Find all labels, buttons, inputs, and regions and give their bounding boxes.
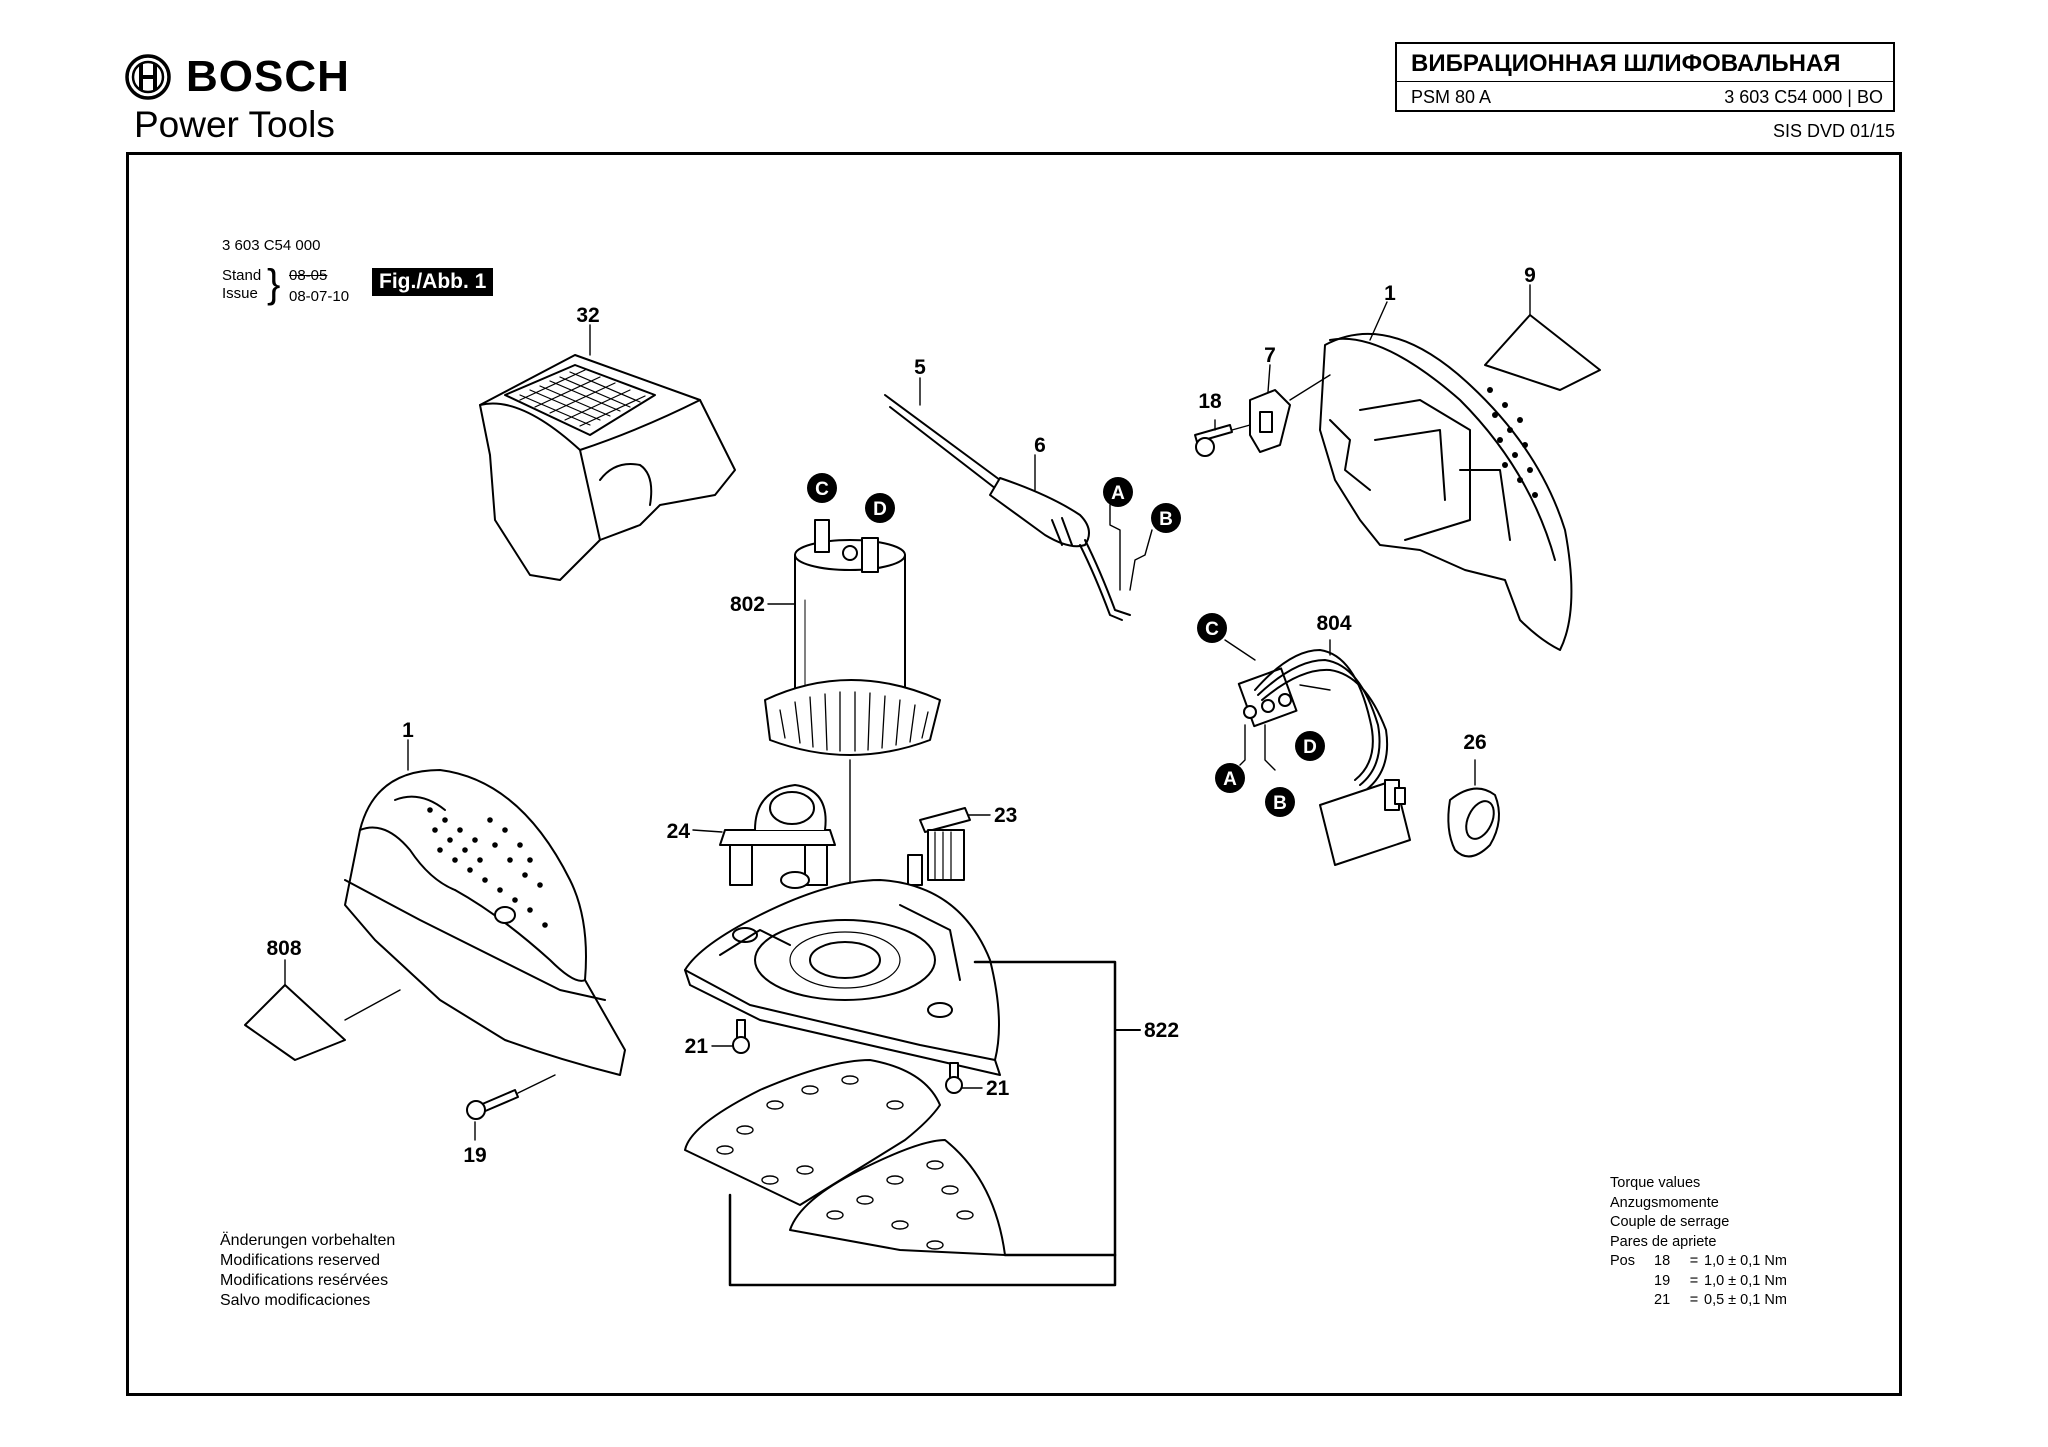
torque-heading: Couple de serrage [1610, 1214, 1730, 1230]
issue-label: Issue [222, 285, 258, 302]
connector-a-cable: A [1103, 477, 1133, 507]
modification-notes: Änderungen vorbehalten Modifications res… [220, 1231, 395, 1311]
part-802-motor [764, 519, 941, 1021]
svg-text:B: B [1273, 793, 1287, 814]
callout-18: 18 [1198, 390, 1222, 413]
callout-21-left: 21 [685, 1035, 709, 1058]
part-1-housing-left [344, 739, 626, 1076]
note-line: Modifications resérvées [220, 1272, 389, 1289]
part-26-switch-knob [1447, 759, 1500, 858]
torque-heading: Anzugsmomente [1610, 1194, 1719, 1211]
callout-7: 7 [1264, 344, 1276, 367]
part-808-label [244, 959, 401, 1061]
torque-value: 1,0 ± 0,1 Nm [1704, 1272, 1787, 1289]
callout-32: 32 [576, 304, 599, 327]
drawing-frame [126, 152, 1902, 1396]
connector-c-wiring: C [1197, 613, 1227, 643]
callout-21-right: 21 [986, 1077, 1010, 1100]
torque-value: 0,5 ± 0,1 Nm [1704, 1292, 1787, 1308]
connector-d-wiring: D [1295, 731, 1325, 761]
brand-header: BOSCH [124, 52, 350, 102]
callout-6: 6 [1034, 434, 1046, 457]
callout-19: 19 [463, 1144, 486, 1167]
connector-b-cable: B [1151, 503, 1181, 533]
part-24-bracket [692, 784, 836, 886]
base-plate [684, 871, 1001, 1076]
callout-5: 5 [914, 356, 926, 379]
part-1-housing-right [1319, 301, 1573, 651]
note-line: Änderungen vorbehalten [220, 1232, 396, 1249]
part-7-clamp [1249, 364, 1331, 453]
figure-label: Fig./Abb. 1 [372, 268, 494, 296]
part-18-screw [1194, 419, 1251, 457]
pos-label: Pos [1610, 1253, 1635, 1269]
callout-1-right: 1 [1384, 282, 1396, 305]
torque-eq: = [1689, 1292, 1699, 1308]
torque-value: 1,0 ± 0,1 Nm [1704, 1253, 1787, 1269]
svg-text:A: A [1223, 769, 1237, 790]
callout-1-left: 1 [402, 719, 414, 742]
torque-heading: Torque values [1610, 1175, 1701, 1191]
torque-row: 21 = 0,5 ± 0,1 Nm [1610, 1291, 1787, 1311]
svg-text:D: D [873, 499, 887, 520]
callout-804: 804 [1316, 612, 1351, 635]
torque-pos: 18 [1654, 1253, 1671, 1269]
connector-a-wiring: A [1215, 763, 1245, 793]
date-brace: } [267, 262, 281, 306]
svg-text:C: C [815, 479, 829, 500]
source-label: SIS DVD 01/15 [1772, 121, 1895, 141]
model-name: PSM 80 A [1411, 87, 1492, 107]
svg-text:C: C [1205, 619, 1219, 640]
torque-row: 19 = 1,0 ± 0,1 Nm [1610, 1272, 1787, 1292]
torque-pos: 19 [1654, 1272, 1671, 1289]
stand-label: Stand [222, 267, 262, 284]
torque-eq: = [1689, 1272, 1699, 1289]
torque-pos: 21 [1654, 1292, 1671, 1308]
part-number: 3 603 C54 000 | BO [1724, 87, 1883, 107]
part-19-screw [466, 1074, 556, 1141]
torque-values: Torque values Anzugsmomente Couple de se… [1610, 1174, 1787, 1311]
product-title: ВИБРАЦИОННАЯ ШЛИФОВАЛЬНАЯ [1411, 50, 1841, 77]
part-32-cover [479, 324, 736, 581]
part-23-bracket [907, 807, 991, 886]
svg-text:B: B [1159, 509, 1173, 530]
callout-808: 808 [266, 937, 301, 960]
bosch-logo-icon [125, 54, 171, 100]
note-line: Salvo modificaciones [220, 1292, 371, 1309]
drawing-number: 3 603 C54 000 [222, 237, 321, 254]
torque-row: Pos 18 = 1,0 ± 0,1 Nm [1610, 1252, 1787, 1272]
callout-9: 9 [1524, 264, 1536, 287]
callout-26: 26 [1463, 731, 1486, 754]
part-804-wiring [1224, 639, 1411, 866]
note-line: Modifications reserved [220, 1252, 381, 1269]
torque-heading: Pares de apriete [1610, 1233, 1717, 1250]
svg-text:A: A [1111, 483, 1125, 504]
part-21-screw-left [711, 1019, 750, 1054]
connector-b-wiring: B [1265, 787, 1295, 817]
part-822-sanding-sheets [684, 960, 1141, 1287]
part-21-screw-right [945, 1062, 983, 1094]
callout-24: 24 [667, 820, 691, 843]
part-5-6-cable [884, 377, 1153, 621]
connector-c-motor: C [807, 473, 837, 503]
torque-eq: = [1689, 1253, 1699, 1269]
brand-subtitle: Power Tools [134, 104, 335, 145]
connector-d-motor: D [865, 493, 895, 523]
svg-text:D: D [1303, 737, 1317, 758]
brand-name: BOSCH [186, 52, 350, 101]
callout-822: 822 [1144, 1019, 1179, 1042]
issue-date: 08-07-10 [289, 288, 350, 305]
callout-23: 23 [994, 804, 1017, 827]
callout-802: 802 [730, 593, 765, 616]
old-date: 08-05 [289, 267, 328, 284]
title-block: ВИБРАЦИОННАЯ ШЛИФОВАЛЬНАЯ PSM 80 A 3 603… [1395, 42, 1895, 112]
part-9-label [1484, 284, 1601, 391]
